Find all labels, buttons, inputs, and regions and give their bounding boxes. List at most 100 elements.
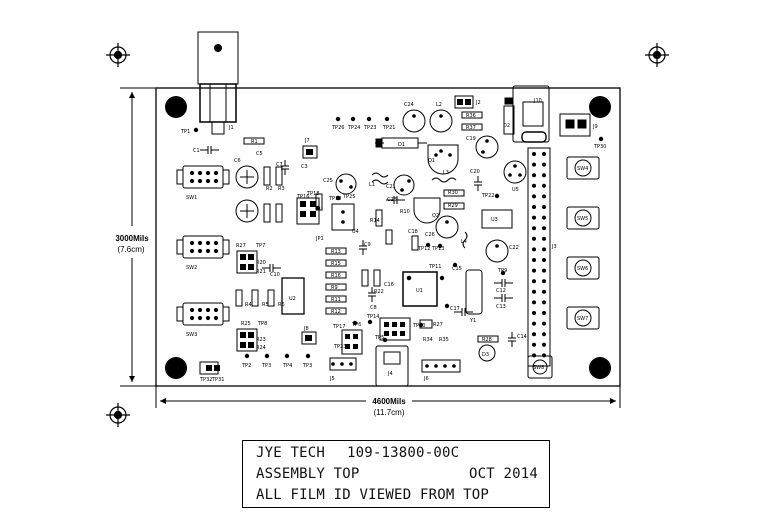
label-c13: C13 [496,304,506,310]
label-tp23: TP23 [363,125,376,131]
label-j6: J6 [423,376,429,382]
label-tp3: TP3 [261,363,271,369]
label-c12: C12 [496,288,506,294]
header-pin [542,152,546,156]
label-l4: L4 [461,239,467,245]
trimmer-capacitor-c4 [235,199,259,223]
header-pin [542,289,546,294]
header-j3 [527,147,551,367]
label-r27: R27 [433,322,443,328]
label-c25: C25 [323,178,333,184]
label-r16: R16 [331,273,341,279]
connector-j4 [375,345,409,387]
bnc-connector-j1 [197,31,239,135]
header-pin [532,183,536,188]
header-pin [542,162,546,167]
header-pin [532,162,536,167]
reference-designators: TP1 J1 R1 C1 C5 C6 SW1 SW2 SW3 J7 C7 C3 … [180,98,606,383]
label-c21: C21 [386,184,396,190]
label-y1: Y1 [469,318,476,324]
label-tp8: TP8 [257,321,267,327]
label-r24: R24 [256,345,266,351]
label-r21: R21 [256,269,266,275]
label-r6: R6 [278,302,285,308]
company-name: JYE TECH [256,445,326,461]
label-l1: L1 [369,182,375,188]
label-j5: J5 [329,376,335,382]
label-r20: R20 [256,260,266,266]
label-tp33: TP23 [333,344,346,350]
header-j3-pins [532,152,546,358]
label-r13: R13 [331,249,341,255]
inductors [371,172,468,249]
label-q2: Q2 [432,213,439,219]
trimmer-capacitor-c6 [235,165,259,189]
part-number: 109-13800-00C [347,445,460,461]
label-tp4: TP4 [282,363,292,369]
header-pin [542,311,546,315]
width-cm-label: (11.7cm) [374,408,405,417]
label-c15: C15 [452,266,462,272]
label-tp13: TP13 [431,246,444,252]
mounting-holes [165,96,611,379]
header-pin [532,194,536,199]
label-sw6: SW6 [577,266,588,272]
label-tp5: TP5 [374,335,384,341]
label-tp21: TP21 [382,125,395,131]
label-r35: R35 [439,337,449,343]
label-p18: TP18 [306,191,319,197]
header-pin [532,311,536,315]
header-pin [542,247,546,252]
header-pin [542,300,546,305]
label-l2: L2 [436,102,442,108]
label-tp6: TP6 [351,322,361,328]
label-r3: R3 [278,186,285,192]
ic-u2 [281,277,305,315]
label-q1: Q1 [428,158,435,164]
label-jp1: JP1 [315,236,324,242]
label-tp32: TP32 [199,377,212,383]
header-pin [542,194,546,199]
usb-connector-j10 [512,85,550,143]
label-j10: J10 [533,98,542,104]
transistor-q1 [427,144,459,175]
label-tp3b: TP3 [302,363,312,369]
label-c20: C20 [470,169,480,175]
label-sw4: SW4 [577,166,588,172]
label-j2: J2 [475,100,481,106]
label-c19: C19 [466,136,476,142]
header-pin [542,279,546,284]
height-mils-label: 3000Mils [115,234,149,243]
connector-j9 [559,113,591,137]
label-r10: R10 [400,209,410,215]
label-tp11: TP11 [428,264,441,270]
label-u4: U4 [352,229,359,235]
label-sw5: SW5 [577,216,588,222]
resistor-rows [235,111,499,343]
diode-d2 [503,97,515,135]
fiducial-top-right [645,43,669,67]
label-c14: C14 [517,334,527,340]
pushbutton-sw6 [566,256,600,280]
label-sw2: SW2 [186,265,197,271]
label-r1: R1 [251,139,258,145]
label-r5: R5 [262,302,269,308]
header-pin [532,247,536,252]
title-note: ALL FILM ID VIEWED FROM TOP [256,487,489,503]
label-r27-top: R27 [236,243,246,249]
header-pin [532,268,536,273]
label-tp30: TP30 [593,144,606,150]
label-tp19: TP19 [328,196,341,202]
label-j3: J3 [551,244,557,250]
header-pin [532,279,536,284]
header-pin [542,342,546,347]
label-c3: C3 [301,164,308,170]
label-r36: R36 [466,113,476,119]
mcu-u1 [402,271,438,307]
label-r22: R22 [374,289,384,295]
label-r4: R4 [245,302,252,308]
label-r23: R23 [256,337,266,343]
title-line-1: JYE TECH 109-13800-00C [256,445,459,461]
label-sw1: SW1 [186,195,197,201]
